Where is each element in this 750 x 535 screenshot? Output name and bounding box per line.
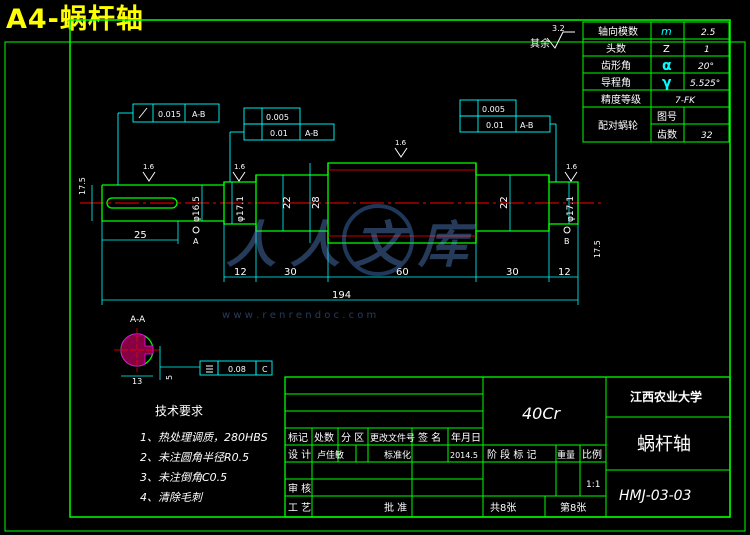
dim-len-60: 60 xyxy=(396,267,409,278)
param-table: 轴向模数 m 2.5 头数 Z 1 齿形角 α 20° 导程角 γ 5.525°… xyxy=(582,21,730,143)
tb-sheet-no: 第8张 xyxy=(560,501,586,514)
tol-mid-cyl: 0.005 xyxy=(266,113,289,122)
tol-right-cyl: 0.005 xyxy=(482,105,505,114)
title-block xyxy=(284,376,731,518)
param-symbol-1: Z xyxy=(663,44,670,55)
tol-left-value: 0.015 xyxy=(158,110,181,119)
param-symbol-3: γ xyxy=(662,75,672,91)
tb-material: 40Cr xyxy=(522,404,562,423)
section-label: A-A xyxy=(130,315,146,325)
param-value-1: 1 xyxy=(704,45,710,55)
diameter-dims xyxy=(91,163,570,243)
tb-school: 江西农业大学 xyxy=(630,389,702,404)
tb-process: 工 艺 xyxy=(288,502,311,514)
length-dims xyxy=(101,221,579,305)
tb-stage-header-0: 阶 段 标 记 xyxy=(487,448,537,461)
tb-header-2: 分 区 xyxy=(341,432,364,444)
dim-section-h: 5 xyxy=(165,375,174,380)
param-label-0: 轴向模数 xyxy=(598,25,638,38)
param-value-4: 7-FK xyxy=(675,96,696,106)
mating-row1: 图号 xyxy=(657,111,677,123)
mating-row2: 齿数 xyxy=(657,128,677,141)
roughness-local-icon xyxy=(142,147,578,182)
tb-designer: 卢佳敏 xyxy=(317,449,344,461)
datum-a-icon: A xyxy=(192,226,200,246)
watermark-text: 人人文库 xyxy=(226,216,482,274)
outer-border xyxy=(4,41,746,532)
tb-header-3: 更改文件号 xyxy=(370,432,415,444)
dim-len-12b: 12 xyxy=(558,267,571,278)
param-label-4: 精度等级 xyxy=(601,93,641,106)
datum-b-icon: B xyxy=(563,226,571,246)
tech-item-1: 2、未注圆角半径R0.5 xyxy=(140,451,249,464)
dim-d-right-bearing: φ17.1 xyxy=(566,196,576,222)
param-value-2: 20° xyxy=(698,62,714,72)
tol-right-runout: 0.01 xyxy=(486,121,504,130)
roughness-general-value: 3.2 xyxy=(552,24,565,33)
param-symbol-2: α xyxy=(662,58,672,74)
dim-d-left-end: 17.5 xyxy=(78,177,87,195)
tech-heading: 技术要求 xyxy=(155,404,203,418)
dim-d-step: 22 xyxy=(282,196,293,209)
param-label-2: 齿形角 xyxy=(601,60,631,72)
tb-review: 审 核 xyxy=(288,482,311,495)
dim-len-30a: 30 xyxy=(284,267,297,278)
tb-stage-header-1: 重量 xyxy=(557,449,575,461)
tolerance-frame-mid xyxy=(229,107,335,182)
tb-header-1: 处数 xyxy=(314,431,334,444)
tolerance-frame-right xyxy=(459,99,557,182)
watermark: 人人文库 w w w . r e n r e n d o c . c o m xyxy=(222,204,482,321)
dim-section-w: 13 xyxy=(132,377,142,386)
roughness-local-2: 1.6 xyxy=(234,163,246,171)
tol-section-value: 0.08 xyxy=(228,365,246,374)
roughness-local-1: 1.6 xyxy=(143,163,155,171)
tb-header-4: 签 名 xyxy=(418,431,441,444)
param-value-0: 2.5 xyxy=(701,28,716,38)
tol-left-datum: A-B xyxy=(192,110,205,119)
dim-d-step-right: 22 xyxy=(499,196,510,209)
tb-scale: 1:1 xyxy=(586,480,600,490)
roughness-local-4: 1.6 xyxy=(566,163,578,171)
roughness-local-3: 1.6 xyxy=(395,139,407,147)
tb-date: 2014.5 xyxy=(450,451,478,460)
param-value-3: 5.525° xyxy=(690,79,720,89)
mating-row2-value: 32 xyxy=(701,131,713,141)
tb-header-0: 标记 xyxy=(288,432,308,444)
tb-design: 设 计 xyxy=(288,448,311,461)
tol-mid-datum: A-B xyxy=(305,129,318,138)
tb-header-5: 年月日 xyxy=(451,431,481,444)
dim-d-key: φ16.5 xyxy=(192,196,202,222)
dim-len-12a: 12 xyxy=(234,267,247,278)
watermark-url: w w w . r e n r e n d o c . c o m xyxy=(222,310,376,321)
tb-drawing-no: HMJ-03-03 xyxy=(619,488,691,504)
tech-item-3: 4、清除毛刺 xyxy=(140,491,204,504)
mating-label: 配对蜗轮 xyxy=(598,119,638,132)
tol-right-datum: A-B xyxy=(520,121,533,130)
param-label-1: 头数 xyxy=(606,42,626,55)
tb-approve: 批 准 xyxy=(384,501,407,514)
tech-item-2: 3、未注倒角C0.5 xyxy=(140,471,227,484)
roughness-general-icon: 3.2 xyxy=(546,24,575,49)
dim-total: 194 xyxy=(332,290,351,301)
dim-d-worm: 28 xyxy=(311,196,322,209)
tb-part-name: 蜗杆轴 xyxy=(637,434,691,455)
tb-stage-header-2: 比例 xyxy=(582,448,602,461)
tech-item-0: 1、热处理调质，280HBS xyxy=(140,431,268,444)
param-label-3: 导程角 xyxy=(601,77,631,89)
tol-section-datum: C xyxy=(262,365,268,374)
roughness-general-prefix: 其余 xyxy=(530,37,550,50)
dim-d-left-bearing: φ17.1 xyxy=(236,196,246,222)
tb-sheets-total: 共8张 xyxy=(490,502,516,514)
section-view xyxy=(114,328,273,380)
datum-b-label: B xyxy=(564,237,570,246)
param-symbol-0: m xyxy=(661,25,672,38)
dim-len-30b: 30 xyxy=(506,267,519,278)
datum-a-label: A xyxy=(193,237,199,246)
dim-key-len: 25 xyxy=(134,230,147,241)
tol-mid-runout: 0.01 xyxy=(270,129,288,138)
tolerance-frame-left xyxy=(117,103,220,185)
tb-standard: 标准化 xyxy=(384,449,411,461)
dim-chamfer: 17.5 xyxy=(593,240,602,258)
